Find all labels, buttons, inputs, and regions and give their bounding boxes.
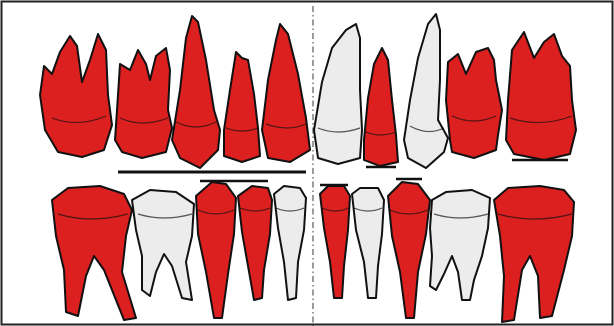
upper-tooth-9 — [446, 48, 502, 158]
upper-molar-shape — [446, 48, 502, 158]
